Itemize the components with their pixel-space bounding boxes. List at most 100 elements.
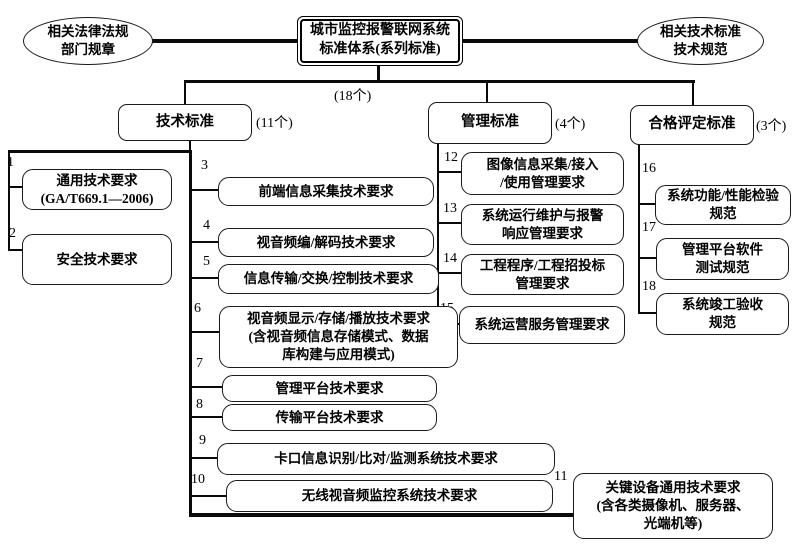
connector-mgmt-vertical <box>437 141 439 324</box>
connector-root-right-ellipse <box>461 39 638 43</box>
stub-item-17 <box>638 257 657 259</box>
item-number-5: 5 <box>203 254 210 269</box>
related-laws-line1: 相关法律法规 <box>47 23 129 39</box>
item-5-line1: 信息传输/交换/控制技术要求 <box>243 271 414 287</box>
item-11-line1: 关键设备通用技术要求 <box>605 480 741 496</box>
node-item-8: 传输平台技术要求 <box>222 404 437 431</box>
node-related-tech-standards: 相关技术标准 技术规范 <box>637 17 764 65</box>
item-number-14: 14 <box>443 251 457 266</box>
item-12-line2: /使用管理要求 <box>500 174 585 190</box>
connector-drop-conf <box>692 82 694 105</box>
node-item-11: 关键设备通用技术要求 (含各类摄像机、服务器、 光端机等) <box>573 473 773 539</box>
item-7-line1: 管理平台技术要求 <box>275 380 384 396</box>
connector-left-ellipse-root <box>149 39 298 43</box>
root-title-line1: 城市监控报警联网系统 <box>310 23 450 39</box>
stub-item-18 <box>638 312 657 314</box>
branch-tech-count: (11个) <box>256 116 293 131</box>
root-title-line2: 标准体系(系列标准) <box>319 42 441 57</box>
stub-item-16 <box>638 203 656 205</box>
connector-drop-mgmt <box>486 82 488 102</box>
connector-tech-bottom <box>189 513 574 517</box>
node-item-7: 管理平台技术要求 <box>222 375 437 402</box>
connector-tech-left-vertical <box>8 150 10 250</box>
connector-drop-tech <box>184 82 186 104</box>
node-item-3: 前端信息采集技术要求 <box>218 177 434 206</box>
branch-tech-label: 技术标准 <box>156 113 214 130</box>
stub-item-10 <box>190 495 227 497</box>
stub-item-5 <box>190 277 219 279</box>
node-item-12: 图像信息采集/接入 /使用管理要求 <box>461 152 624 195</box>
stub-item-2 <box>8 249 23 251</box>
stub-item-9 <box>190 457 218 459</box>
node-root-standard-system: 城市监控报警联网系统 标准体系(系列标准) <box>297 16 463 66</box>
item-11-line3: 光端机等) <box>643 515 703 531</box>
item-1-line2: (GA/T669.1—2006) <box>40 190 154 206</box>
item-13-line1: 系统运行维护与报警 <box>481 207 604 223</box>
item-number-4: 4 <box>203 218 210 233</box>
item-13-line2: 响应管理要求 <box>502 225 583 241</box>
item-number-9: 9 <box>199 433 206 448</box>
connector-conf-vertical <box>638 142 640 314</box>
item-number-18: 18 <box>642 279 656 294</box>
connector-tech-bracket <box>8 150 191 153</box>
item-number-6: 6 <box>194 301 201 316</box>
node-item-1: 通用技术要求 (GA/T669.1—2006) <box>22 169 172 210</box>
node-item-15: 系统运营服务管理要求 <box>459 306 625 344</box>
item-16-line1: 系统功能/性能检验 <box>667 188 779 204</box>
item-number-7: 7 <box>196 356 203 371</box>
connector-branch-horizontal <box>184 80 695 83</box>
item-number-1: 1 <box>7 155 14 170</box>
stub-item-12 <box>437 171 462 173</box>
stub-item-13 <box>437 222 462 224</box>
item-8-line1: 传输平台技术要求 <box>275 409 384 425</box>
connector-root-drop <box>377 64 380 82</box>
node-item-16: 系统功能/性能检验 规范 <box>655 185 791 225</box>
total-count-label: (18个) <box>334 89 372 104</box>
node-item-10: 无线视音频监控系统技术要求 <box>226 480 553 512</box>
branch-mgmt-label: 管理标准 <box>461 114 519 131</box>
item-1-line1: 通用技术要求 <box>56 172 138 188</box>
node-related-laws: 相关法律法规 部门规章 <box>23 17 153 65</box>
item-16-line2: 规范 <box>709 206 737 221</box>
item-14-line1: 工程程序/工程招投标 <box>479 257 606 273</box>
item-number-12: 12 <box>444 150 458 165</box>
item-6-line1: 视音频显示/存储/播放技术要求 <box>246 311 430 327</box>
stub-item-4 <box>190 241 219 243</box>
branch-conformity-standards: 合格评定标准 <box>630 105 754 145</box>
item-number-16: 16 <box>642 161 656 176</box>
item-12-line1: 图像信息采集/接入 <box>486 156 599 172</box>
item-number-2: 2 <box>9 226 16 241</box>
item-6-line3: 库构建与应用模式) <box>282 346 395 362</box>
item-2-line1: 安全技术要求 <box>56 251 138 267</box>
stub-item-1 <box>8 186 23 188</box>
node-item-6: 视音频显示/存储/播放技术要求 (含视音频信息存储模式、数据 库构建与应用模式) <box>219 306 458 368</box>
item-17-line2: 测试规范 <box>695 260 750 275</box>
item-10-line1: 无线视音频监控系统技术要求 <box>301 488 478 504</box>
branch-tech-standards: 技术标准 <box>118 104 252 141</box>
stub-item-3 <box>190 189 219 191</box>
item-18-line1: 系统竣工验收 <box>682 297 763 313</box>
related-laws-line2: 部门规章 <box>61 42 115 57</box>
item-18-line2: 规范 <box>709 315 736 330</box>
item-6-line2: (含视音频信息存储模式、数据 <box>248 329 429 345</box>
item-14-line2: 管理要求 <box>515 275 570 291</box>
connector-tech-right-vertical <box>189 150 192 516</box>
item-4-line1: 视音频编/解码技术要求 <box>256 234 396 250</box>
item-number-8: 8 <box>196 397 203 412</box>
item-15-line1: 系统运营服务管理要求 <box>474 317 610 333</box>
node-item-5: 信息传输/交换/控制技术要求 <box>218 264 439 294</box>
stub-item-7 <box>190 386 223 388</box>
item-9-line1: 卡口信息识别/比对/监测系统技术要求 <box>274 451 498 467</box>
stub-item-8 <box>190 416 223 418</box>
node-item-2: 安全技术要求 <box>22 234 172 285</box>
node-item-9: 卡口信息识别/比对/监测系统技术要求 <box>217 443 555 475</box>
node-item-18: 系统竣工验收 规范 <box>656 293 789 335</box>
branch-mgmt-standards: 管理标准 <box>428 102 552 144</box>
branch-mgmt-count: (4个) <box>555 117 586 132</box>
branch-conf-label: 合格评定标准 <box>648 116 736 133</box>
item-11-line2: (含各类摄像机、服务器、 <box>596 498 750 514</box>
stub-item-6 <box>190 331 220 333</box>
item-number-17: 17 <box>642 220 656 235</box>
node-item-4: 视音频编/解码技术要求 <box>218 228 434 257</box>
